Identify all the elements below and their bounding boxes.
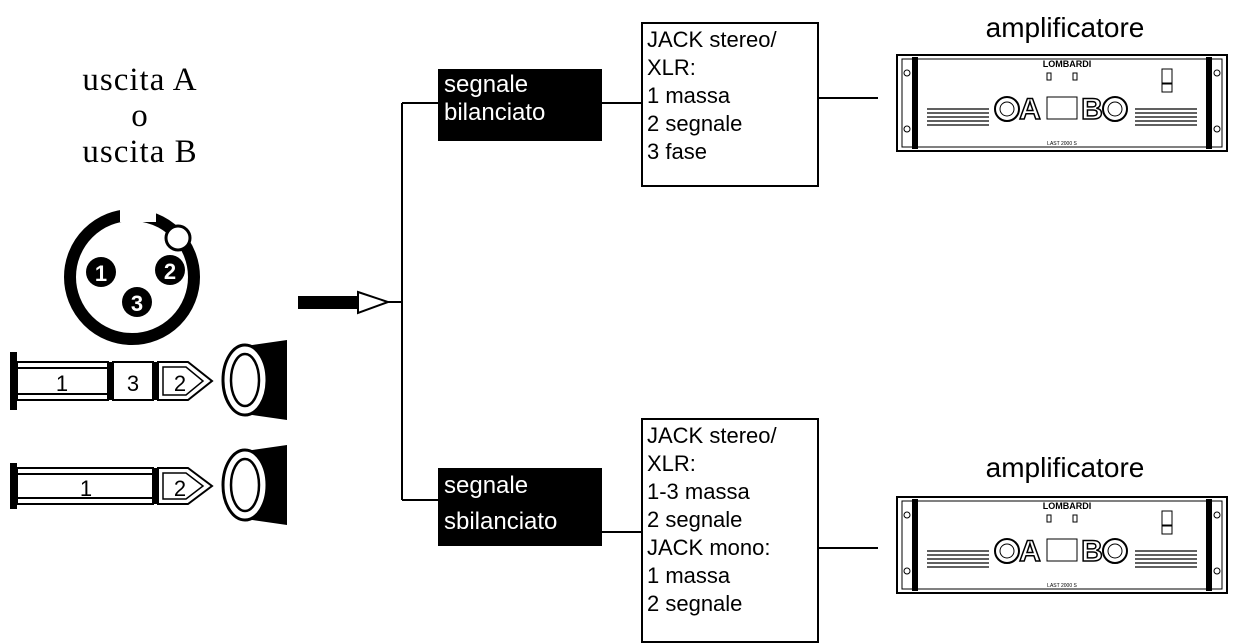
balanced-info-line: JACK stereo/ [647, 27, 777, 52]
unbalanced-signal-label: segnale sbilanciato [438, 468, 602, 546]
output-title-line2: o [131, 98, 149, 134]
mono-jack-label-1: 1 [80, 476, 92, 501]
xlr-pin-1: 1 [95, 261, 107, 286]
amp-bottom-channel-b: B [1081, 535, 1103, 568]
mono-jack-icon: 1 2 [10, 445, 287, 525]
output-title-line3: uscita B [82, 134, 198, 170]
xlr-pin-3: 3 [131, 291, 143, 316]
unbalanced-info-line: 1-3 massa [647, 479, 750, 504]
stereo-jack-icon: 1 3 2 [10, 340, 287, 420]
signal-arrow-icon [298, 290, 402, 315]
output-title: uscita A o uscita B [50, 62, 230, 170]
balanced-info-line: 1 massa [647, 83, 731, 108]
amp-bottom-channel-a: A [1019, 535, 1041, 568]
unbalanced-label-line2: sbilanciato [444, 508, 558, 535]
unbalanced-info-line: 1 massa [647, 563, 731, 588]
balanced-label-line1: segnale [444, 71, 529, 98]
branch-lines [401, 97, 878, 549]
balanced-signal-label: segnale bilanciato [438, 69, 602, 141]
balanced-label-line2: bilanciato [444, 99, 546, 126]
amp-top-channel-a: A [1019, 93, 1041, 126]
amp-bottom-brand: LOMBARDI [1043, 501, 1092, 511]
unbalanced-info-line: 2 segnale [647, 591, 743, 616]
balanced-info-line: 3 fase [647, 139, 707, 164]
amplifier-top: A B LOMBARDI LAST 2000 S [896, 54, 1228, 152]
balanced-wiring-box: JACK stereo/ XLR: 1 massa 2 segnale 3 fa… [641, 22, 819, 187]
stereo-jack-label-3: 3 [127, 371, 139, 396]
mono-jack-label-2: 2 [174, 476, 186, 501]
xlr-pin-2: 2 [164, 259, 176, 284]
unbalanced-wiring-box: JACK stereo/ XLR: 1-3 massa 2 segnale JA… [641, 418, 819, 643]
unbalanced-info-line: XLR: [647, 451, 696, 476]
amp-top-model: LAST 2000 S [1047, 141, 1077, 147]
xlr-connector-icon: 1 2 3 [64, 208, 200, 345]
balanced-info-line: XLR: [647, 55, 696, 80]
unbalanced-label-line1: segnale [444, 472, 529, 499]
amplifier-bottom-title: amplificatore [985, 452, 1145, 483]
amp-top-brand: LOMBARDI [1043, 59, 1092, 69]
amp-bottom-model: LAST 2000 S [1047, 583, 1077, 589]
amplifier-top-title: amplificatore [985, 12, 1145, 43]
unbalanced-info-line: 2 segnale [647, 507, 743, 532]
amplifier-bottom: A B LOMBARDI LAST 2000 S [896, 496, 1228, 594]
unbalanced-info-line: JACK stereo/ [647, 423, 777, 448]
unbalanced-info-line: JACK mono: [647, 535, 771, 560]
output-title-line1: uscita A [82, 62, 198, 98]
balanced-info-line: 2 segnale [647, 111, 743, 136]
stereo-jack-label-1: 1 [56, 371, 68, 396]
stereo-jack-label-2: 2 [174, 371, 186, 396]
amp-top-channel-b: B [1081, 93, 1103, 126]
